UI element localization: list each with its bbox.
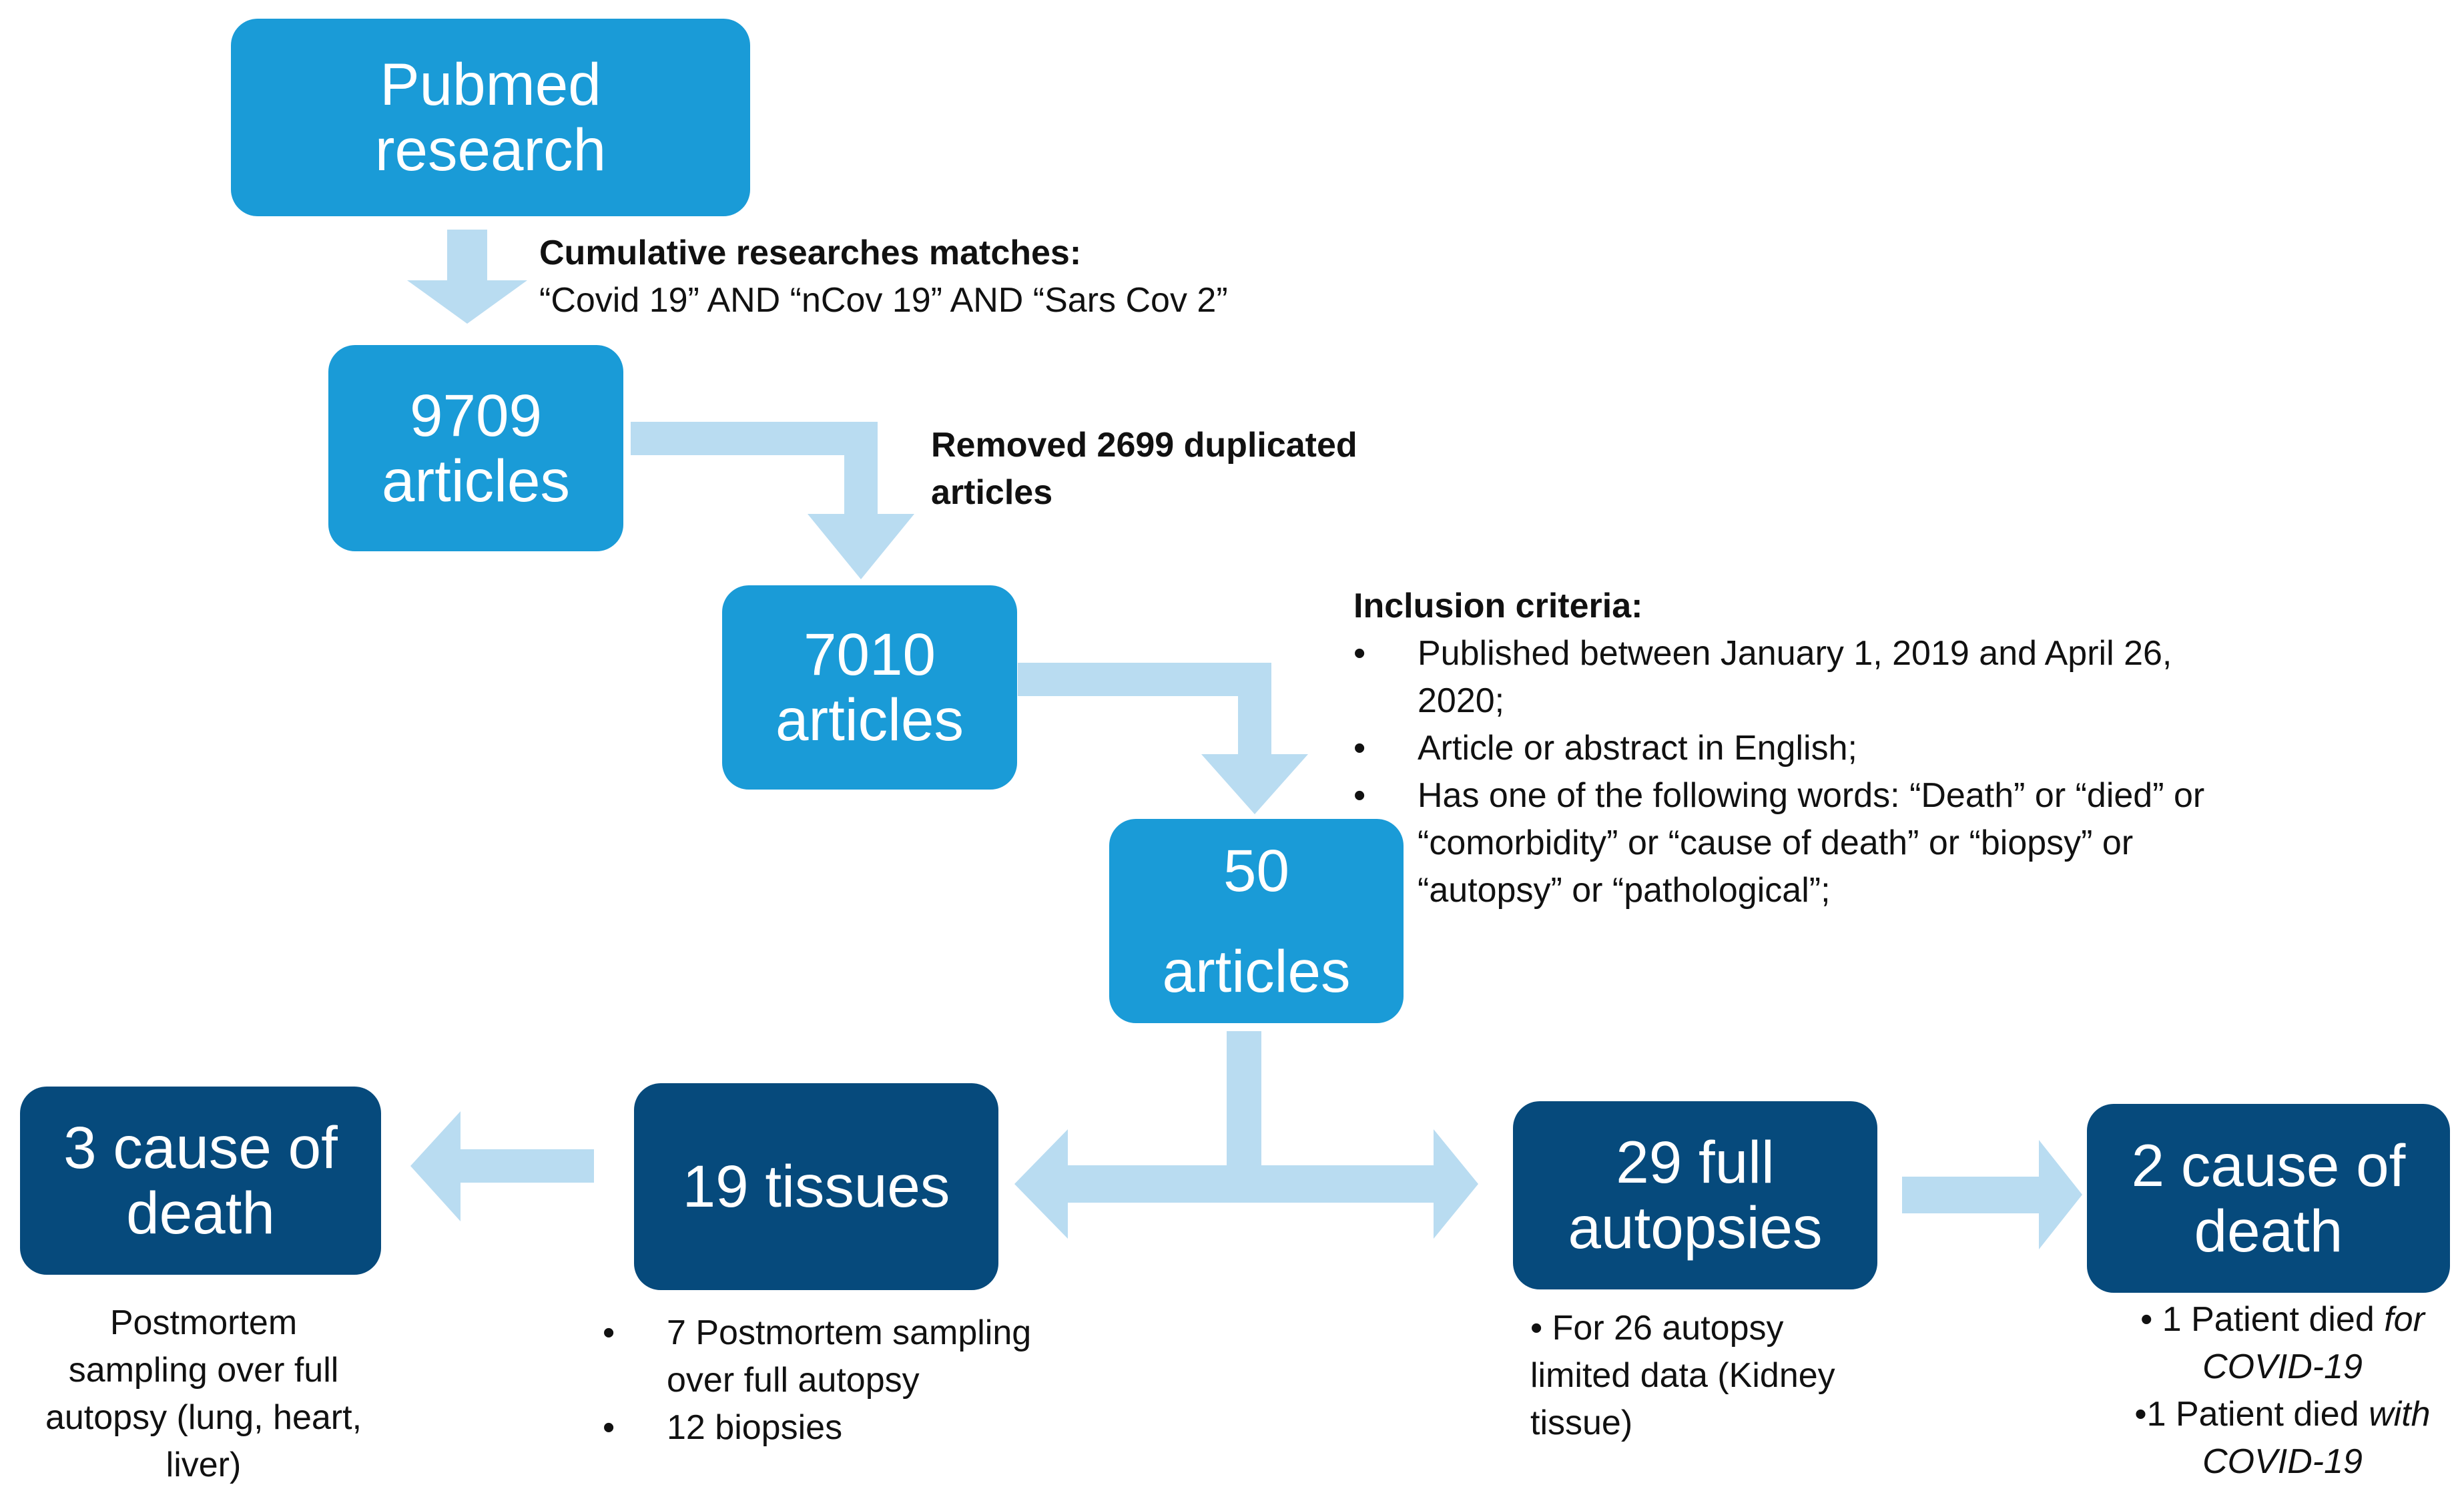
note-line: autopsy (lung, heart, bbox=[45, 1398, 362, 1437]
box-label-line2: death bbox=[126, 1179, 275, 1246]
box-count: 7010 bbox=[804, 621, 936, 688]
arrow-tissues-to-cause3 bbox=[410, 1111, 594, 1221]
note-line: COVID-19 bbox=[2116, 1438, 2449, 1486]
bullet: • bbox=[603, 1313, 615, 1352]
cause-of-death-3-box: 3 cause of death bbox=[20, 1087, 381, 1275]
box-label-line2: autopsies bbox=[1568, 1194, 1823, 1261]
note-heading: Cumulative researches matches: bbox=[539, 234, 1082, 272]
removed-duplicates-note: Removed 2699 duplicated articles bbox=[931, 422, 1357, 517]
articles-7010-box: 7010 articles bbox=[722, 585, 1017, 790]
autopsy-limited-data-note: • For 26 autopsy limited data (Kidney ti… bbox=[1530, 1305, 1835, 1447]
note-line: limited data (Kidney bbox=[1530, 1356, 1835, 1395]
note-emphasis: COVID-19 bbox=[2202, 1442, 2363, 1481]
bullet: • bbox=[603, 1408, 615, 1447]
arrow-autopsies-to-cause2 bbox=[1902, 1140, 2082, 1249]
note-heading: Inclusion criteria: bbox=[1353, 587, 1643, 625]
note-line: • 1 Patient died for bbox=[2116, 1296, 2449, 1343]
note-emphasis: for bbox=[2384, 1300, 2425, 1339]
note-line1: Removed 2699 duplicated bbox=[931, 426, 1357, 465]
articles-50-box: 50 articles bbox=[1109, 819, 1404, 1023]
bullet: • bbox=[1353, 776, 1366, 815]
box-count: 9709 bbox=[410, 381, 542, 448]
patients-detail-note: • 1 Patient died for COVID-19 •1 Patient… bbox=[2116, 1296, 2449, 1486]
inclusion-criteria-note: Inclusion criteria: • Published between … bbox=[1353, 583, 2204, 914]
arrow-9709-to-7010 bbox=[631, 422, 914, 579]
arrow-pubmed-to-9709 bbox=[407, 230, 527, 324]
articles-9709-box: 9709 articles bbox=[328, 345, 623, 551]
note-emphasis: COVID-19 bbox=[2202, 1348, 2363, 1386]
full-autopsies-29-box: 29 full autopsies bbox=[1513, 1101, 1877, 1289]
box-count: 50 bbox=[1223, 836, 1289, 904]
criteria-line: Published between January 1, 2019 and Ap… bbox=[1418, 634, 2172, 673]
box-label: articles bbox=[382, 446, 570, 514]
note-line: • For 26 autopsy bbox=[1530, 1309, 1784, 1348]
box-label-line2: research bbox=[374, 116, 607, 183]
note-line: over full autopsy bbox=[667, 1361, 920, 1400]
cumulative-matches-note: Cumulative researches matches: “Covid 19… bbox=[539, 230, 1228, 324]
note-line: COVID-19 bbox=[2116, 1343, 2449, 1391]
criteria-item-date: • Published between January 1, 2019 and … bbox=[1353, 630, 2204, 725]
note-text: “Covid 19” AND “nCov 19” AND “Sars Cov 2… bbox=[539, 281, 1228, 320]
box-label-line2: death bbox=[2194, 1197, 2343, 1264]
note-line: liver) bbox=[166, 1446, 242, 1484]
note-line: Postmortem bbox=[109, 1303, 298, 1342]
arrow-50-to-tissues bbox=[1014, 1129, 1243, 1239]
box-label-line1: 3 cause of bbox=[63, 1114, 338, 1181]
note-text: • 1 Patient died bbox=[2140, 1300, 2385, 1339]
arrow-50-to-autopsies bbox=[1227, 1031, 1478, 1239]
note-line: •1 Patient died with bbox=[2116, 1391, 2449, 1438]
criteria-line: “comorbidity” or “cause of death” or “bi… bbox=[1418, 824, 2134, 862]
criteria-item-language: • Article or abstract in English; bbox=[1353, 725, 2204, 772]
criteria-line: Has one of the following words: “Death” … bbox=[1418, 776, 2205, 815]
tissues-item-biopsies: • 12 biopsies bbox=[603, 1404, 1031, 1452]
box-label: 19 tissues bbox=[682, 1153, 950, 1220]
postmortem-sampling-note: Postmortem sampling over full autopsy (l… bbox=[13, 1299, 394, 1489]
note-emphasis: with bbox=[2369, 1395, 2431, 1434]
criteria-line: 2020; bbox=[1418, 681, 1505, 720]
box-label-line1: 2 cause of bbox=[2131, 1131, 2406, 1199]
note-line2: articles bbox=[931, 473, 1053, 512]
box-label: articles bbox=[776, 686, 964, 753]
box-label: articles bbox=[1162, 938, 1351, 1004]
criteria-item-keywords: • Has one of the following words: “Death… bbox=[1353, 772, 2204, 914]
tissues-item-postmortem: • 7 Postmortem sampling over full autops… bbox=[603, 1309, 1031, 1404]
box-label-line1: 29 full bbox=[1616, 1129, 1775, 1196]
note-line: sampling over full bbox=[68, 1351, 339, 1390]
note-line: 7 Postmortem sampling bbox=[667, 1313, 1032, 1352]
tissues-detail-note: • 7 Postmortem sampling over full autops… bbox=[603, 1309, 1031, 1452]
pubmed-research-box: Pubmed research bbox=[231, 19, 750, 216]
criteria-line: Article or abstract in English; bbox=[1418, 729, 1857, 768]
bullet: • bbox=[1353, 729, 1366, 768]
bullet: • bbox=[1353, 634, 1366, 673]
box-label-line1: Pubmed bbox=[380, 51, 601, 118]
note-text: •1 Patient died bbox=[2134, 1395, 2369, 1434]
tissues-19-box: 19 tissues bbox=[634, 1083, 998, 1290]
cause-of-death-2-box: 2 cause of death bbox=[2087, 1104, 2450, 1293]
note-line: tissue) bbox=[1530, 1404, 1633, 1442]
note-line: 12 biopsies bbox=[667, 1408, 843, 1447]
criteria-line: “autopsy” or “pathological”; bbox=[1418, 871, 1831, 910]
arrow-7010-to-50 bbox=[1018, 663, 1308, 814]
